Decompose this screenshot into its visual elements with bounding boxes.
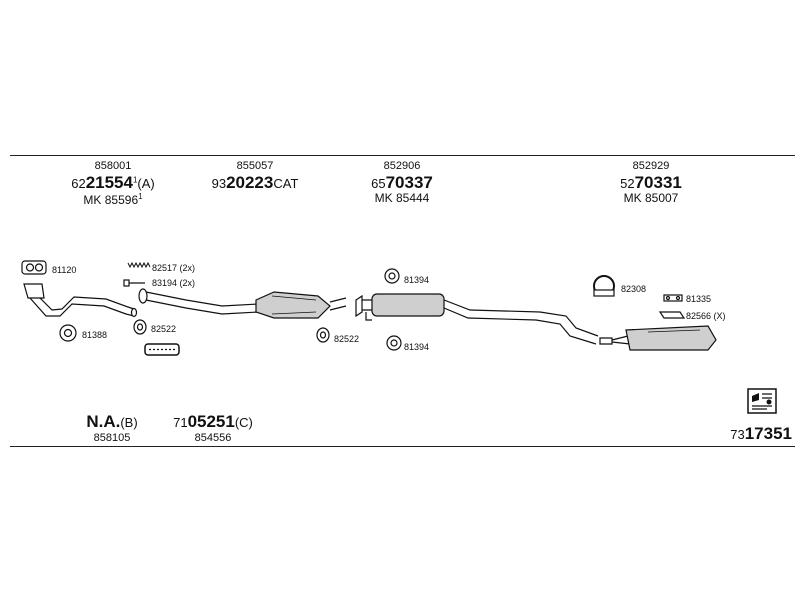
footer-second-prefix: 71 xyxy=(173,415,188,430)
bolt-83194-icon xyxy=(123,279,145,287)
group-code: 852906 xyxy=(383,160,421,172)
catalytic-converter-icon xyxy=(138,288,347,319)
label-82522-mid: 82522 xyxy=(334,334,360,344)
label-83194: 83194 (2x) xyxy=(152,278,196,288)
manual-book-icon xyxy=(747,388,777,414)
corner-part-number: 7317351 xyxy=(730,424,792,444)
clamp-bracket-icon xyxy=(144,343,180,356)
mk-prefix: MK xyxy=(374,191,396,206)
corner-prefix: 73 xyxy=(730,427,745,442)
mk-prefix: MK xyxy=(623,191,645,206)
footer-second-main: 05251 xyxy=(187,412,235,431)
label-82566: 82566 (X) xyxy=(686,311,726,321)
header-group-2: 855057 9320223CAT xyxy=(200,160,310,192)
mk-number: 85444 xyxy=(395,191,430,206)
clamp-82308-icon xyxy=(593,275,615,297)
header-group-3: 852906 6570337 MK 85444 xyxy=(347,160,457,206)
group-prefix: 93 xyxy=(211,175,227,191)
spring-82517-icon xyxy=(127,261,151,269)
gasket-82566-icon xyxy=(658,311,686,319)
ring-81388-icon xyxy=(59,324,77,342)
group-suffix: (A) xyxy=(137,175,155,191)
footer-na-code: 858105 xyxy=(93,431,131,444)
label-81120: 81120 xyxy=(52,265,77,275)
label-81388: 81388 xyxy=(82,330,108,340)
hanger-81394-lower-icon xyxy=(386,335,402,351)
header-group-4: 852929 5270331 MK 85007 xyxy=(596,160,706,206)
group-prefix: 65 xyxy=(371,175,386,191)
group-code: 858001 xyxy=(94,160,132,172)
corner-main: 17351 xyxy=(744,424,792,443)
mk-prefix: MK xyxy=(83,193,105,208)
group-main-number: 20223 xyxy=(226,172,274,192)
gasket-82522-mid-icon xyxy=(316,327,330,343)
label-81394-upper: 81394 xyxy=(404,275,430,285)
label-82522-left: 82522 xyxy=(151,324,177,334)
bracket-81335-icon xyxy=(663,294,683,302)
gasket-82522-icon xyxy=(133,319,147,335)
footer-second-code: 854556 xyxy=(194,431,232,444)
group-code: 855057 xyxy=(236,160,274,172)
footer-second-suffix: (C) xyxy=(234,415,253,430)
footer-group-second: 7105251(C) 854556 xyxy=(158,412,268,444)
middle-muffler-icon xyxy=(355,293,599,345)
group-code: 852929 xyxy=(632,160,670,172)
header-group-1: 858001 62215541(A) MK 855961 xyxy=(58,160,168,208)
footer-na-main: N.A. xyxy=(86,412,121,431)
footer-na-suffix: (B) xyxy=(120,415,138,430)
group-prefix: 62 xyxy=(71,175,86,191)
gasket-81120-icon xyxy=(21,260,47,275)
mk-number: 85007 xyxy=(644,191,679,206)
hanger-81394-icon xyxy=(384,268,400,284)
group-prefix: 52 xyxy=(620,175,635,191)
top-rule xyxy=(10,155,795,156)
rear-muffler-icon xyxy=(599,325,717,351)
front-pipe-icon xyxy=(23,283,138,318)
group-main-number: 70331 xyxy=(634,172,682,192)
group-main-number: 21554 xyxy=(85,172,133,192)
label-82308: 82308 xyxy=(621,284,647,294)
group-sup: 1 xyxy=(132,175,138,185)
group-main-number: 70337 xyxy=(385,172,433,192)
label-81394-lower: 81394 xyxy=(404,342,430,352)
label-81335: 81335 xyxy=(686,294,712,304)
mk-sup: 1 xyxy=(138,192,143,202)
bottom-rule xyxy=(10,446,795,447)
label-82517: 82517 (2x) xyxy=(152,263,196,273)
group-suffix: CAT xyxy=(273,175,299,191)
mk-number: 85596 xyxy=(104,193,139,208)
footer-group-na: N.A.(B) 858105 xyxy=(62,412,162,444)
